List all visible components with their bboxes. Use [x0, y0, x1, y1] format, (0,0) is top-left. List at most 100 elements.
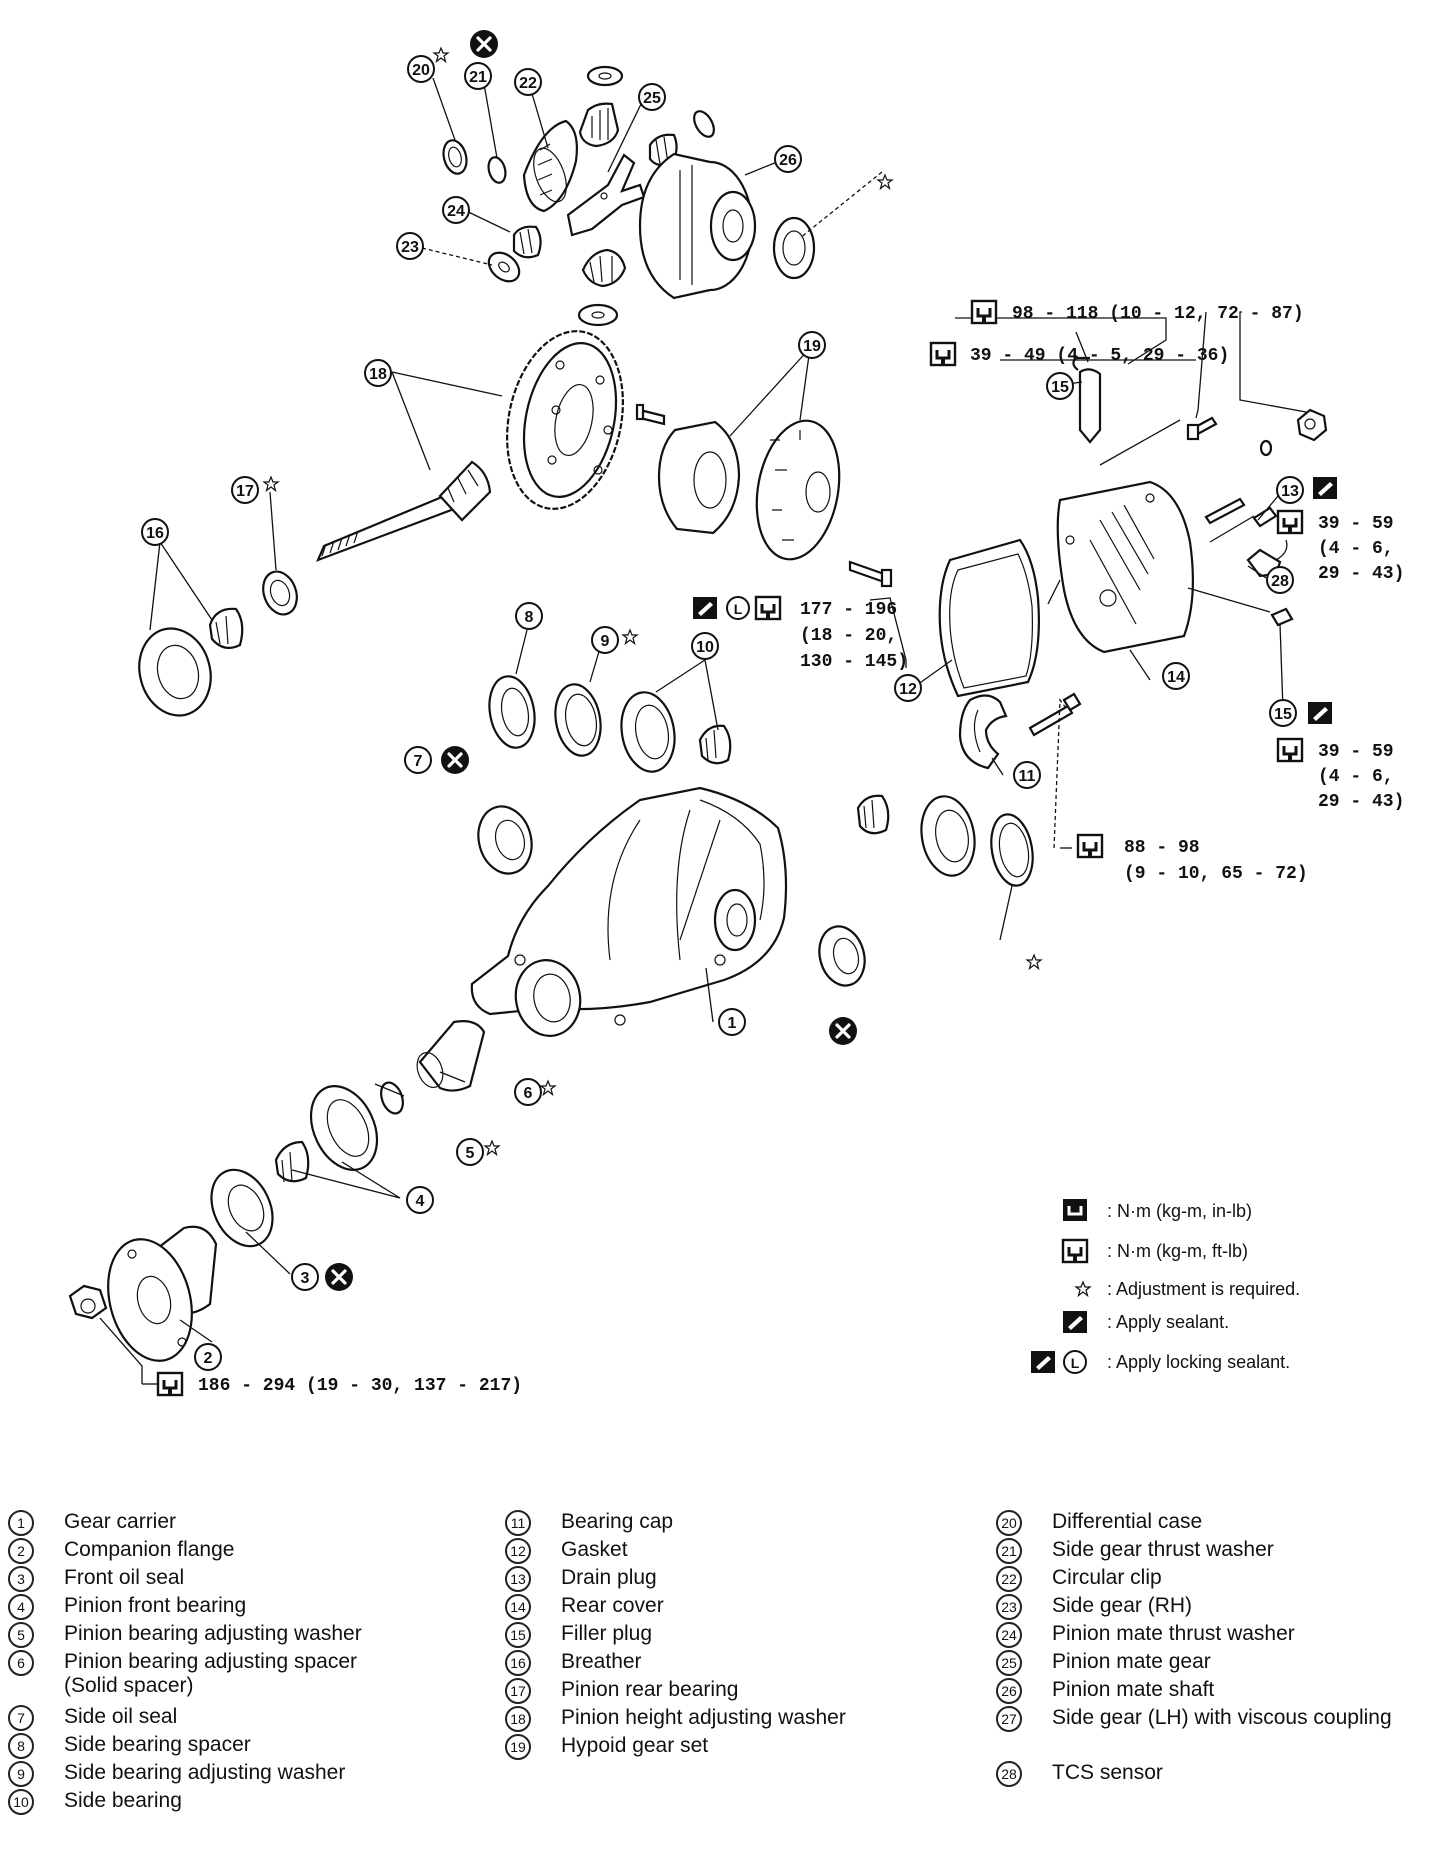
side-gear-thrust-washer-21 [442, 139, 468, 175]
callout-27: 26 [774, 145, 802, 173]
svg-text:98 - 118 (10 - 12, 72 - 87): 98 - 118 (10 - 12, 72 - 87) [1012, 304, 1304, 324]
svg-text:39 - 59: 39 - 59 [1318, 514, 1394, 534]
svg-text:15: 15 [1274, 706, 1292, 723]
flange-nut [68, 1284, 108, 1320]
svg-text:18: 18 [369, 366, 387, 383]
callout-25: 24 [442, 196, 470, 224]
circular-clip-22 [487, 156, 507, 184]
pinion-mate-gear-right [648, 110, 715, 167]
legend-torque-in-lb: : N·m (kg-m, in-lb) [1063, 1199, 1252, 1221]
svg-text:20: 20 [412, 62, 430, 79]
svg-text:24: 24 [447, 203, 465, 220]
companion-flange-2 [107, 1225, 218, 1362]
svg-text:: N·m (kg-m, ft-lb): : N·m (kg-m, ft-lb) [1107, 1241, 1248, 1261]
pinion-mate-thrust-washer-24 [487, 251, 521, 283]
callout-18: 17 [231, 476, 259, 504]
callout-8: 8 [515, 602, 543, 630]
bearing-cap-11 [958, 694, 1008, 770]
torque-spec-ring-gear-bolt: L 177 - 196 (18 - 20, 130 - 145) [693, 595, 908, 672]
svg-text:25: 25 [643, 90, 661, 107]
callout-4: 4 [406, 1186, 434, 1214]
ring-gear-bolt [635, 403, 893, 588]
svg-text:: Apply locking sealant.: : Apply locking sealant. [1107, 1352, 1290, 1372]
torque-spec-flange-nut: 186 - 294 (19 - 30, 137 - 217) [156, 1371, 522, 1397]
svg-text:29 - 43): 29 - 43) [1318, 564, 1404, 584]
svg-text:5: 5 [466, 1145, 475, 1162]
callout-2: 2 [194, 1343, 222, 1371]
callout-15: 15 [1269, 699, 1297, 727]
callout-6-upper: 6 [514, 1078, 542, 1106]
svg-text:11: 11 [1019, 768, 1036, 785]
callout-16: 15 [1046, 372, 1074, 400]
svg-text:8: 8 [525, 609, 534, 626]
svg-text:39 - 59: 39 - 59 [1318, 742, 1394, 762]
svg-text:(4 - 6,: (4 - 6, [1318, 539, 1394, 559]
svg-text:15: 15 [1051, 379, 1069, 396]
svg-text:9: 9 [601, 633, 610, 650]
side-oil-seal-right [818, 925, 866, 987]
callout-10: 10 [691, 632, 719, 660]
svg-text:22: 22 [519, 75, 537, 92]
gasket-12 [938, 538, 1040, 698]
callout-5: 5 [456, 1138, 484, 1166]
svg-text:14: 14 [1167, 669, 1185, 686]
svg-text:: N·m (kg-m, in-lb): : N·m (kg-m, in-lb) [1107, 1201, 1252, 1221]
thrust-washer-27-star [772, 216, 816, 280]
svg-text:21: 21 [469, 69, 487, 86]
svg-text:L: L [734, 601, 743, 617]
callout-13: 13 [1276, 476, 1304, 504]
pinion-mate-gear-lower [577, 248, 627, 327]
side-bearing-10 [620, 691, 732, 773]
svg-text:28: 28 [1271, 573, 1289, 590]
legend-sealant: : Apply sealant. [1063, 1311, 1229, 1333]
cover-stud-bolts [1186, 408, 1328, 525]
svg-text:3: 3 [301, 1270, 310, 1287]
callout-19: 18 [364, 359, 392, 387]
ring-gear-19 [506, 330, 624, 510]
svg-text:39 - 49 (4 - 5, 29 - 36): 39 - 49 (4 - 5, 29 - 36) [970, 346, 1229, 366]
svg-text:1: 1 [728, 1015, 737, 1032]
drive-pinion-19 [315, 460, 492, 562]
pinion-bearing-adjusting-spacer-6 [416, 1020, 486, 1092]
svg-text:17: 17 [236, 483, 254, 500]
legend-torque-ft-lb: : N·m (kg-m, ft-lb) [1061, 1238, 1248, 1264]
breather-16 [1072, 356, 1102, 444]
pinion-mate-gear-25 [512, 225, 542, 259]
legend-locking-sealant: L : Apply locking sealant. [1031, 1350, 1290, 1374]
exploded-differential-diagram: 20 21 22 25 26 24 23 18 19 17 16 15 8 9 … [68, 28, 1404, 1397]
svg-text:177 - 196: 177 - 196 [800, 600, 897, 620]
svg-text:(4 - 6,: (4 - 6, [1318, 767, 1394, 787]
svg-text:: Adjustment is required.: : Adjustment is required. [1107, 1279, 1300, 1299]
filler-plug-15 [1270, 607, 1294, 627]
svg-text:130 - 145): 130 - 145) [800, 652, 908, 672]
bearing-cap-bolt [1028, 692, 1082, 737]
side-bearing-adjusting-washer-9 [554, 683, 602, 757]
symbol-legend: : N·m (kg-m, in-lb) : N·m (kg-m, ft-lb) … [1031, 1199, 1300, 1374]
callout-28: 28 [1266, 566, 1294, 594]
callout-21: 20 [407, 55, 435, 83]
side-gear-rh-23 [522, 119, 578, 213]
callout-22: 21 [464, 62, 492, 90]
svg-text:19: 19 [803, 338, 821, 355]
svg-text:26: 26 [779, 152, 797, 169]
